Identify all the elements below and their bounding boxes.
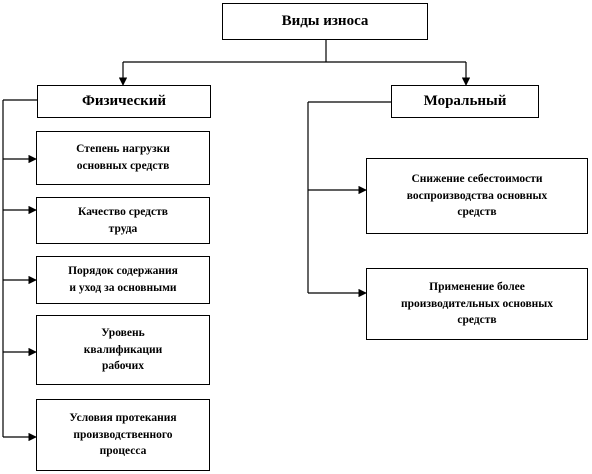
item-line: квалификации: [83, 343, 163, 356]
physical-item-load: Степень нагрузки основных средств: [36, 131, 210, 185]
physical-label: Физический: [81, 92, 167, 109]
root-node: Виды износа: [222, 3, 428, 40]
item-line: средств: [457, 314, 497, 327]
moral-item-cost-reduction: Снижение себестоимости воспроизводства о…: [366, 158, 588, 234]
item-line: производительных основных: [400, 297, 554, 310]
item-line: средств: [457, 206, 497, 219]
moral-node: Моральный: [391, 85, 539, 118]
item-line: производственного: [73, 428, 173, 441]
item-line: основных средств: [76, 160, 170, 172]
root-label: Виды износа: [281, 12, 369, 29]
physical-item-qualification: Уровень квалификации рабочих: [36, 315, 210, 385]
item-line: Уровень: [101, 326, 145, 339]
item-line: и уход за основными: [69, 282, 177, 294]
physical-item-quality: Качество средств труда: [36, 197, 210, 244]
moral-label: Моральный: [423, 92, 507, 109]
item-line: рабочих: [101, 360, 145, 373]
item-line: Качество средств: [78, 205, 168, 218]
item-line: труда: [108, 222, 138, 235]
physical-node: Физический: [37, 85, 211, 118]
physical-item-conditions: Условия протекания производственного про…: [36, 399, 210, 471]
moral-item-productive-assets: Применение более производительных основн…: [366, 268, 588, 340]
item-line: процесса: [99, 445, 147, 458]
item-line: воспроизводства основных: [406, 189, 548, 202]
item-line: Снижение себестоимости: [411, 172, 543, 185]
physical-item-maintenance: Порядок содержания и уход за основными: [36, 256, 210, 304]
item-line: Условия протекания: [69, 411, 177, 424]
item-line: Порядок содержания: [68, 265, 178, 278]
item-line: Применение более: [429, 280, 525, 293]
item-line: Степень нагрузки: [76, 143, 170, 156]
